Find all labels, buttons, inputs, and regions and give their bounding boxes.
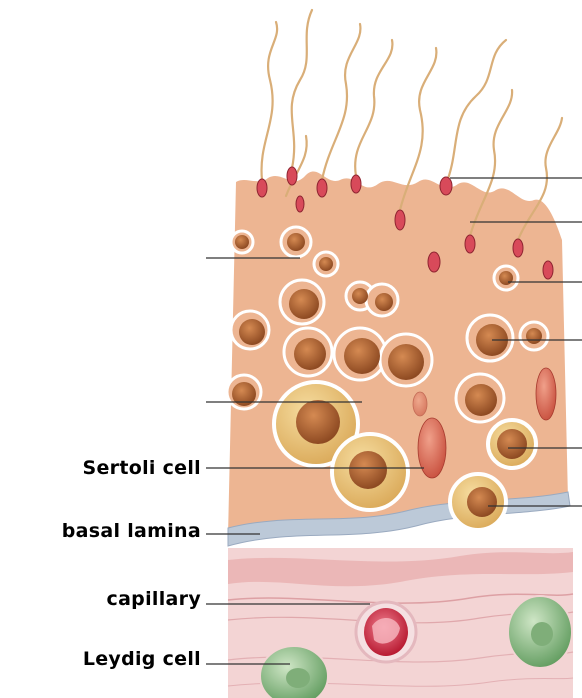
label-capillary: capillary	[107, 588, 202, 610]
label-sertoli-cell: Sertoli cell	[83, 457, 202, 479]
capillary	[356, 602, 416, 662]
label-basal-lamina: basal lamina	[62, 520, 201, 542]
label-leydig-cell: Leydig cell	[83, 648, 201, 670]
